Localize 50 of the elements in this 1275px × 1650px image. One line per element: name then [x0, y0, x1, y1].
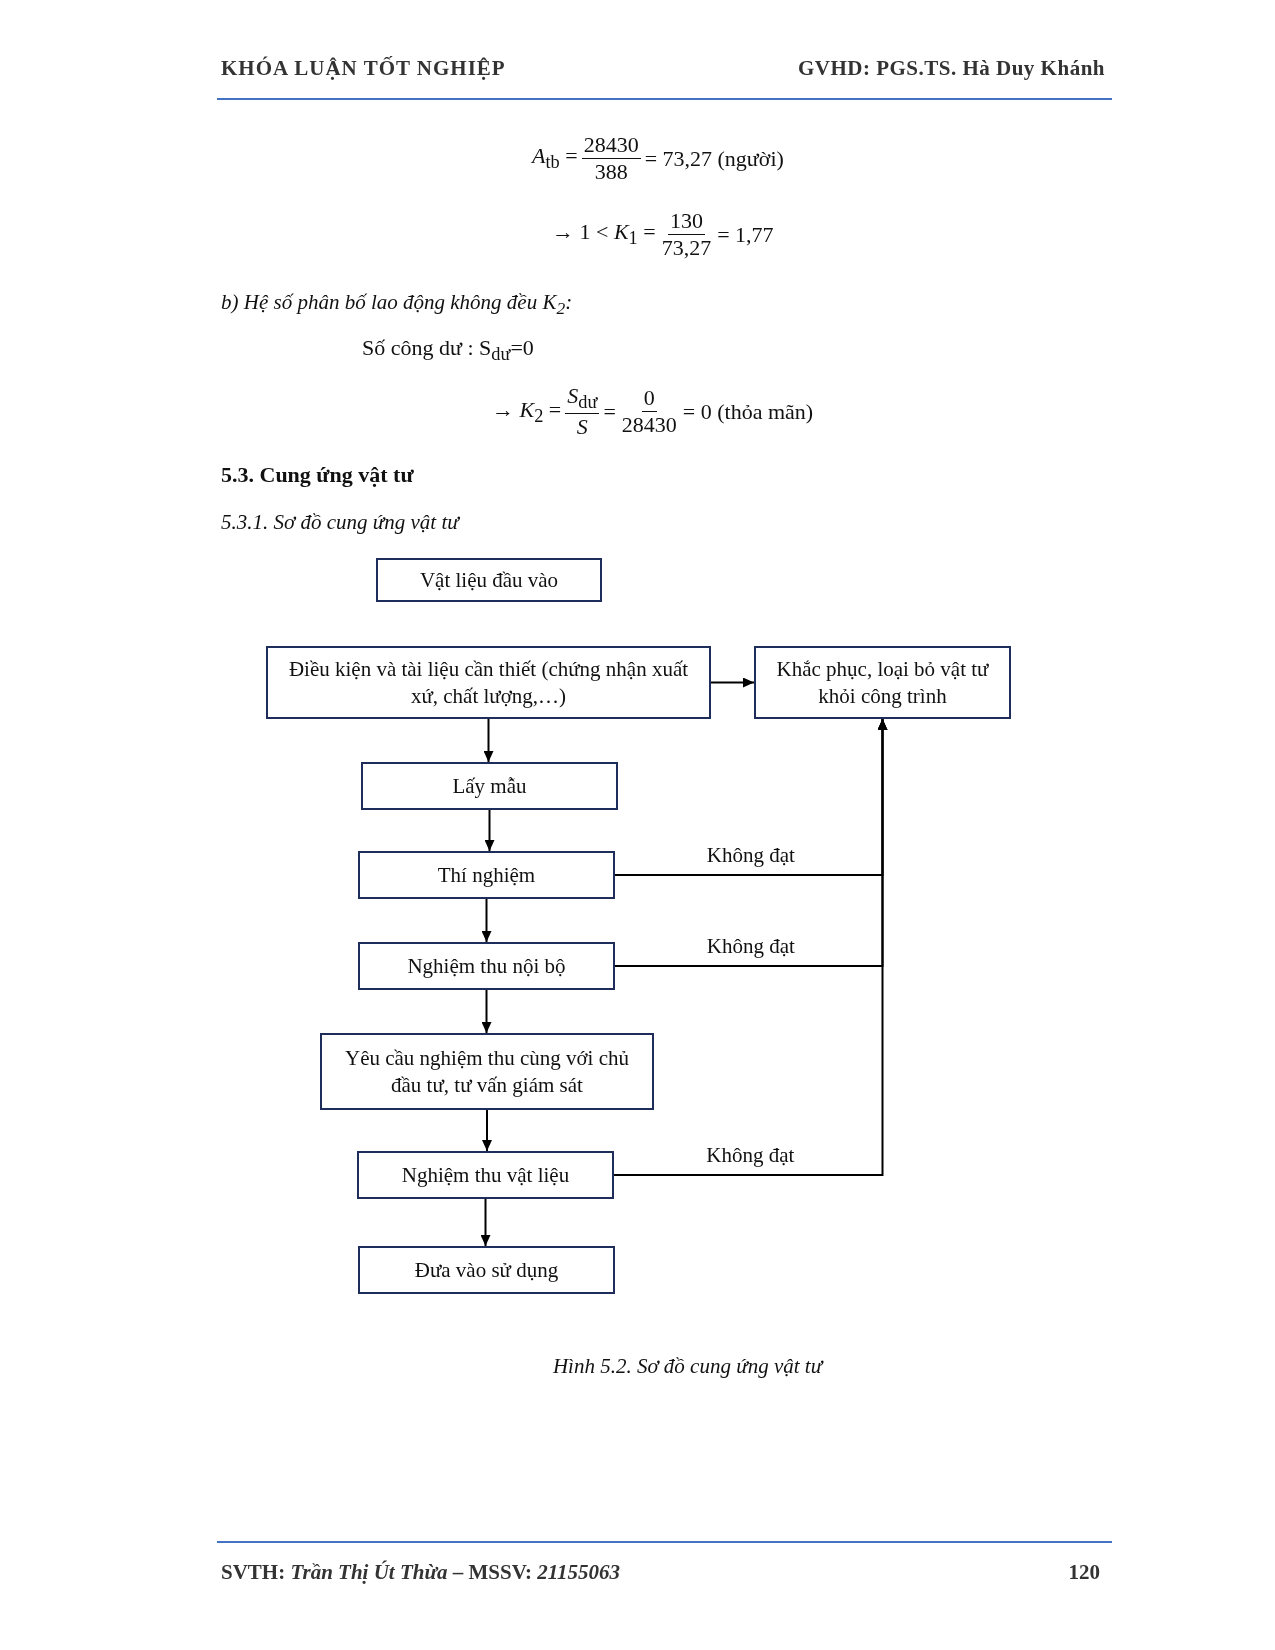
arrow — [484, 809, 495, 852]
fraction-numerator: S$_{dư}$ — [565, 383, 600, 415]
subsection-heading: 5.3.1. Sơ đồ cung ứng vật tư — [221, 510, 459, 535]
formula-text: = — [603, 398, 616, 425]
paragraph-text: b) Hệ số phân bố lao động không đều K$_{2}$: — [221, 290, 573, 320]
process-box — [358, 1246, 615, 1294]
figure-caption: Hình 5.2. Sơ đồ cung ứng vật tư — [551, 1354, 825, 1379]
arrow — [481, 898, 492, 943]
process-box — [376, 558, 602, 602]
formula-text: A$_{tb}$ = — [532, 143, 578, 174]
process-box — [266, 646, 711, 719]
header-text: KHÓA LUẬN TỐT NGHIỆP — [221, 56, 506, 81]
box-label: Lấy mẫu — [452, 772, 527, 800]
fraction-denominator: 73,27 — [660, 235, 713, 261]
formula-text: → 1 < K$_{1}$ = — [552, 219, 656, 250]
arrow — [613, 718, 888, 1176]
box-label: Nghiệm thu nội bộ — [407, 952, 566, 980]
process-box — [320, 1033, 654, 1110]
process-box — [358, 942, 615, 990]
formula-text: → K$_{2}$ = — [492, 396, 562, 427]
arrow — [483, 718, 494, 763]
arrow — [481, 989, 492, 1034]
fraction-denominator: S — [575, 414, 589, 441]
arrow — [482, 1109, 492, 1152]
footer-text: SVTH: Trần Thị Út Thừa – MSSV: 21155063 — [221, 1560, 621, 1585]
process-box — [754, 646, 1011, 719]
formula-text: = 73,27 (người) — [644, 145, 784, 172]
box-label: Vật liệu đầu vào — [419, 566, 559, 594]
box-label: Yêu cầu nghiệm thu cùng với chủ đầu tư, tư vấn giám sát — [343, 1045, 630, 1098]
box-label: Đưa vào sử dụng — [414, 1256, 559, 1284]
box-label: Điều kiện và tài liệu cần thiết (chứng nhận xuất xứ, chất lượng,…) — [287, 656, 690, 709]
box-label: Khắc phục, loại bỏ vật tư khỏi công trình — [775, 656, 990, 709]
process-box — [361, 762, 618, 810]
process-box — [357, 1151, 614, 1199]
paragraph-text: Số công dư : S$_{dư}$=0 — [362, 335, 534, 366]
section-heading: 5.3. Cung ứng vật tư — [221, 462, 414, 488]
fraction-numerator: 0 — [641, 385, 657, 413]
fraction-denominator: 388 — [593, 159, 629, 185]
box-label: Thí nghiệm — [437, 861, 536, 889]
arrow — [480, 1198, 491, 1247]
fraction-numerator: 130 — [667, 208, 705, 235]
fraction-numerator: 28430 — [581, 132, 641, 159]
arrow — [710, 677, 755, 688]
fraction-denominator: 28430 — [620, 412, 678, 439]
process-box — [358, 851, 615, 899]
page-number: 120 — [1068, 1560, 1100, 1585]
formula-text: = 0 (thỏa mãn) — [682, 398, 814, 425]
box-label: Nghiệm thu vật liệu — [401, 1161, 570, 1189]
formula-text: = 1,77 — [717, 221, 774, 248]
header-text: GVHD: PGS.TS. Hà Duy Khánh — [797, 56, 1105, 81]
